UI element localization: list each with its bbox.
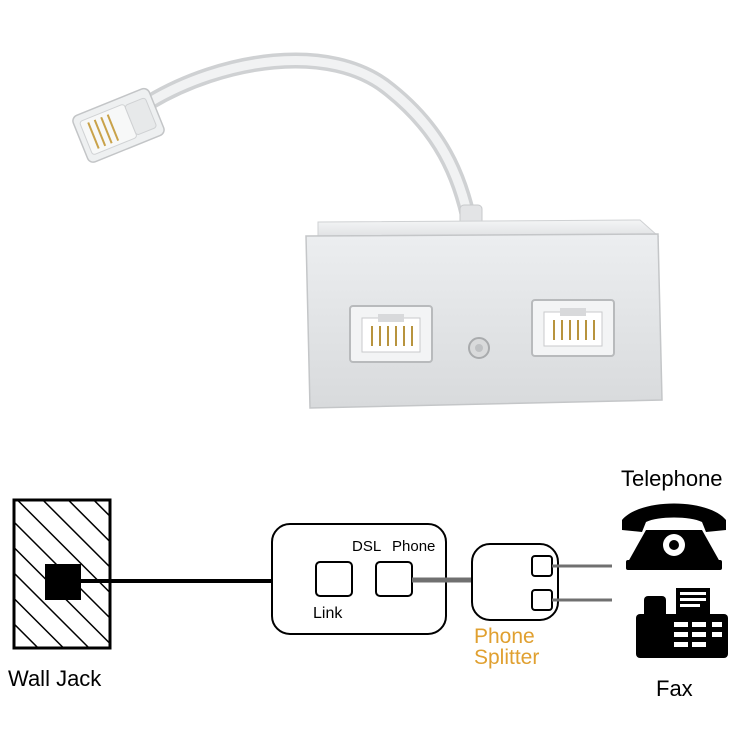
phone-splitter-label-2: Splitter <box>474 646 539 669</box>
telephone-label: Telephone <box>621 466 723 491</box>
product-cable <box>142 52 478 233</box>
dsl-label: DSL <box>352 538 381 555</box>
wall-jack-icon <box>12 498 112 650</box>
splitter-product-photo <box>72 52 663 409</box>
phone-port <box>375 561 413 597</box>
wall-jack-label: Wall Jack <box>8 666 102 691</box>
product-socket-left <box>349 305 433 363</box>
splitter-port-top <box>531 555 553 577</box>
product-socket-right <box>531 299 615 357</box>
product-body <box>305 233 663 409</box>
phone-label: Phone <box>392 538 435 555</box>
link-port <box>315 561 353 597</box>
phone-splitter-label-1: Phone <box>474 625 535 648</box>
link-label: Link <box>313 605 343 622</box>
fax-label: Fax <box>656 676 693 701</box>
rj11-plug <box>72 87 165 163</box>
fax-icon <box>636 588 728 658</box>
splitter-port-bottom <box>531 589 553 611</box>
telephone-icon <box>622 503 726 570</box>
